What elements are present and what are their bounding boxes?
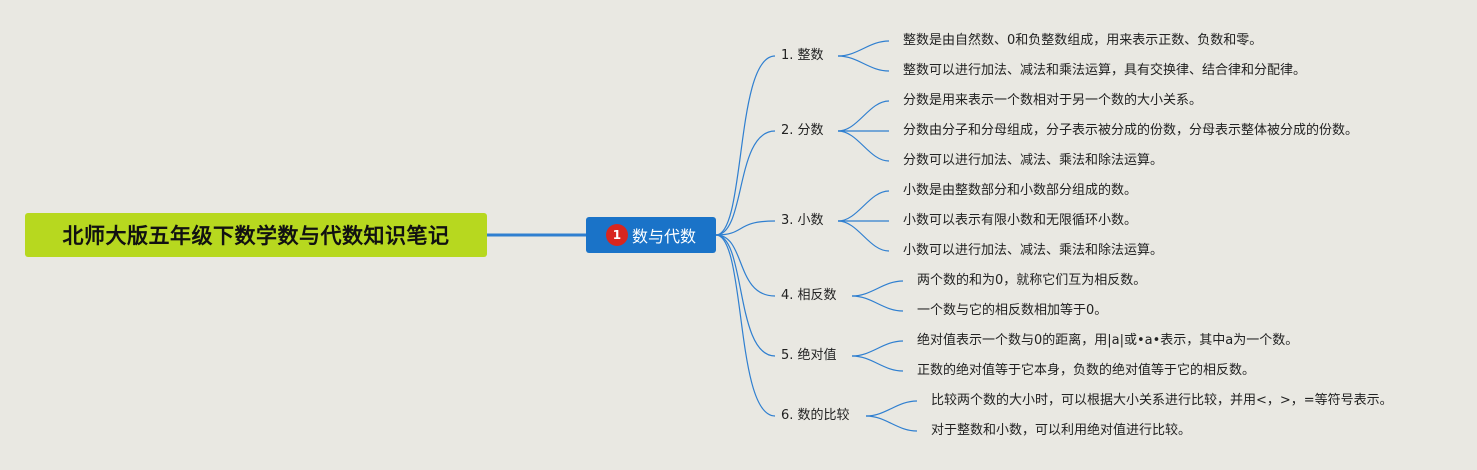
branch-leaf-connector: [865, 415, 918, 432]
leaf-node[interactable]: 两个数的和为0，就称它们互为相反数。: [917, 273, 1147, 288]
branch-leaf-connector: [851, 280, 904, 297]
branch-node[interactable]: 3. 小数: [781, 213, 824, 228]
branch-leaf-connector: [851, 340, 904, 357]
branch-leaf-connector: [837, 220, 890, 252]
topic-label: 数与代数: [631, 227, 696, 246]
branch-node[interactable]: 2. 分数: [781, 123, 824, 138]
topic-branch-connector: [715, 220, 776, 236]
root-title: 北师大版五年级下数学数与代数知识笔记: [62, 224, 450, 248]
branch-leaf-connector: [837, 55, 890, 72]
topic-branch-connector: [715, 234, 776, 297]
leaf-node[interactable]: 分数可以进行加法、减法、乘法和除法运算。: [903, 153, 1164, 168]
root-node[interactable]: 北师大版五年级下数学数与代数知识笔记: [25, 213, 487, 257]
branch-node[interactable]: 6. 数的比较: [781, 408, 850, 423]
leaf-node[interactable]: 整数是由自然数、0和负整数组成，用来表示正数、负数和零。: [903, 33, 1263, 48]
branch-leaf-connector: [837, 190, 890, 222]
priority-1-icon: 1: [605, 224, 628, 246]
leaf-node[interactable]: 分数由分子和分母组成，分子表示被分成的份数，分母表示整体被分成的份数。: [903, 123, 1359, 138]
topic-branch-connector: [715, 234, 776, 417]
leaf-node[interactable]: 绝对值表示一个数与0的距离，用|a|或•a•表示，其中a为一个数。: [917, 333, 1299, 348]
branch-leaf-connector: [837, 130, 890, 162]
branch-node[interactable]: 4. 相反数: [781, 288, 837, 303]
leaf-node[interactable]: 整数可以进行加法、减法和乘法运算，具有交换律、结合律和分配律。: [903, 63, 1307, 78]
branch-leaf-connector: [851, 355, 904, 372]
leaf-node[interactable]: 正数的绝对值等于它本身，负数的绝对值等于它的相反数。: [917, 363, 1256, 378]
topic-branch-connector: [715, 130, 776, 236]
topic-node[interactable]: 1 数与代数: [586, 217, 716, 253]
branch-leaf-connector: [837, 100, 890, 132]
leaf-node[interactable]: 对于整数和小数，可以利用绝对值进行比较。: [931, 423, 1192, 438]
branch-node[interactable]: 5. 绝对值: [781, 348, 837, 363]
leaf-node[interactable]: 小数是由整数部分和小数部分组成的数。: [903, 183, 1138, 198]
leaf-node[interactable]: 一个数与它的相反数相加等于0。: [917, 303, 1108, 318]
branch-node[interactable]: 1. 整数: [781, 48, 824, 63]
branch-leaf-connector: [851, 295, 904, 312]
leaf-node[interactable]: 小数可以进行加法、减法、乘法和除法运算。: [903, 243, 1164, 258]
branch-leaf-connector: [837, 40, 890, 57]
topic-branch-connector: [715, 234, 776, 357]
branch-leaf-connector: [865, 400, 918, 417]
topic-branch-connector: [715, 55, 776, 236]
leaf-node[interactable]: 分数是用来表示一个数相对于另一个数的大小关系。: [903, 93, 1203, 108]
leaf-node[interactable]: 小数可以表示有限小数和无限循环小数。: [903, 213, 1138, 228]
leaf-node[interactable]: 比较两个数的大小时，可以根据大小关系进行比较，并用<，>，=等符号表示。: [931, 393, 1393, 408]
